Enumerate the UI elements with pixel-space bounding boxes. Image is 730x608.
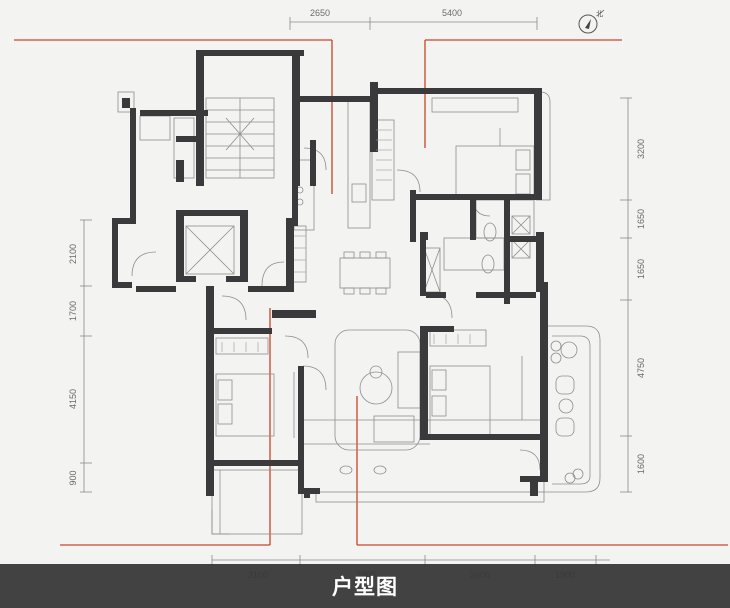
dim-left-4: 900 <box>68 470 78 485</box>
dim-right-1: 3200 <box>636 139 646 159</box>
dim-right-4: 4750 <box>636 358 646 378</box>
caption-bar: 户型图 <box>0 564 730 608</box>
dim-right-3: 1650 <box>636 259 646 279</box>
dim-left-3: 4150 <box>68 389 78 409</box>
dim-top-1: 2650 <box>310 8 330 18</box>
interior-details <box>117 91 601 535</box>
dim-right-5: 1600 <box>636 454 646 474</box>
dim-left-1: 2100 <box>68 244 78 264</box>
accent-lines <box>14 39 728 546</box>
walls <box>112 50 548 498</box>
dim-right-2: 1650 <box>636 209 646 229</box>
dim-left-2: 1700 <box>68 301 78 321</box>
compass-label: 北 <box>596 10 603 18</box>
dim-top-2: 5400 <box>442 8 462 18</box>
compass-icon <box>578 9 605 34</box>
dimension-lines: 2650 5400 2100 1700 4150 900 3200 1650 1… <box>68 8 646 580</box>
caption-title: 户型图 <box>332 575 398 599</box>
cabinet-hatching <box>221 129 471 352</box>
